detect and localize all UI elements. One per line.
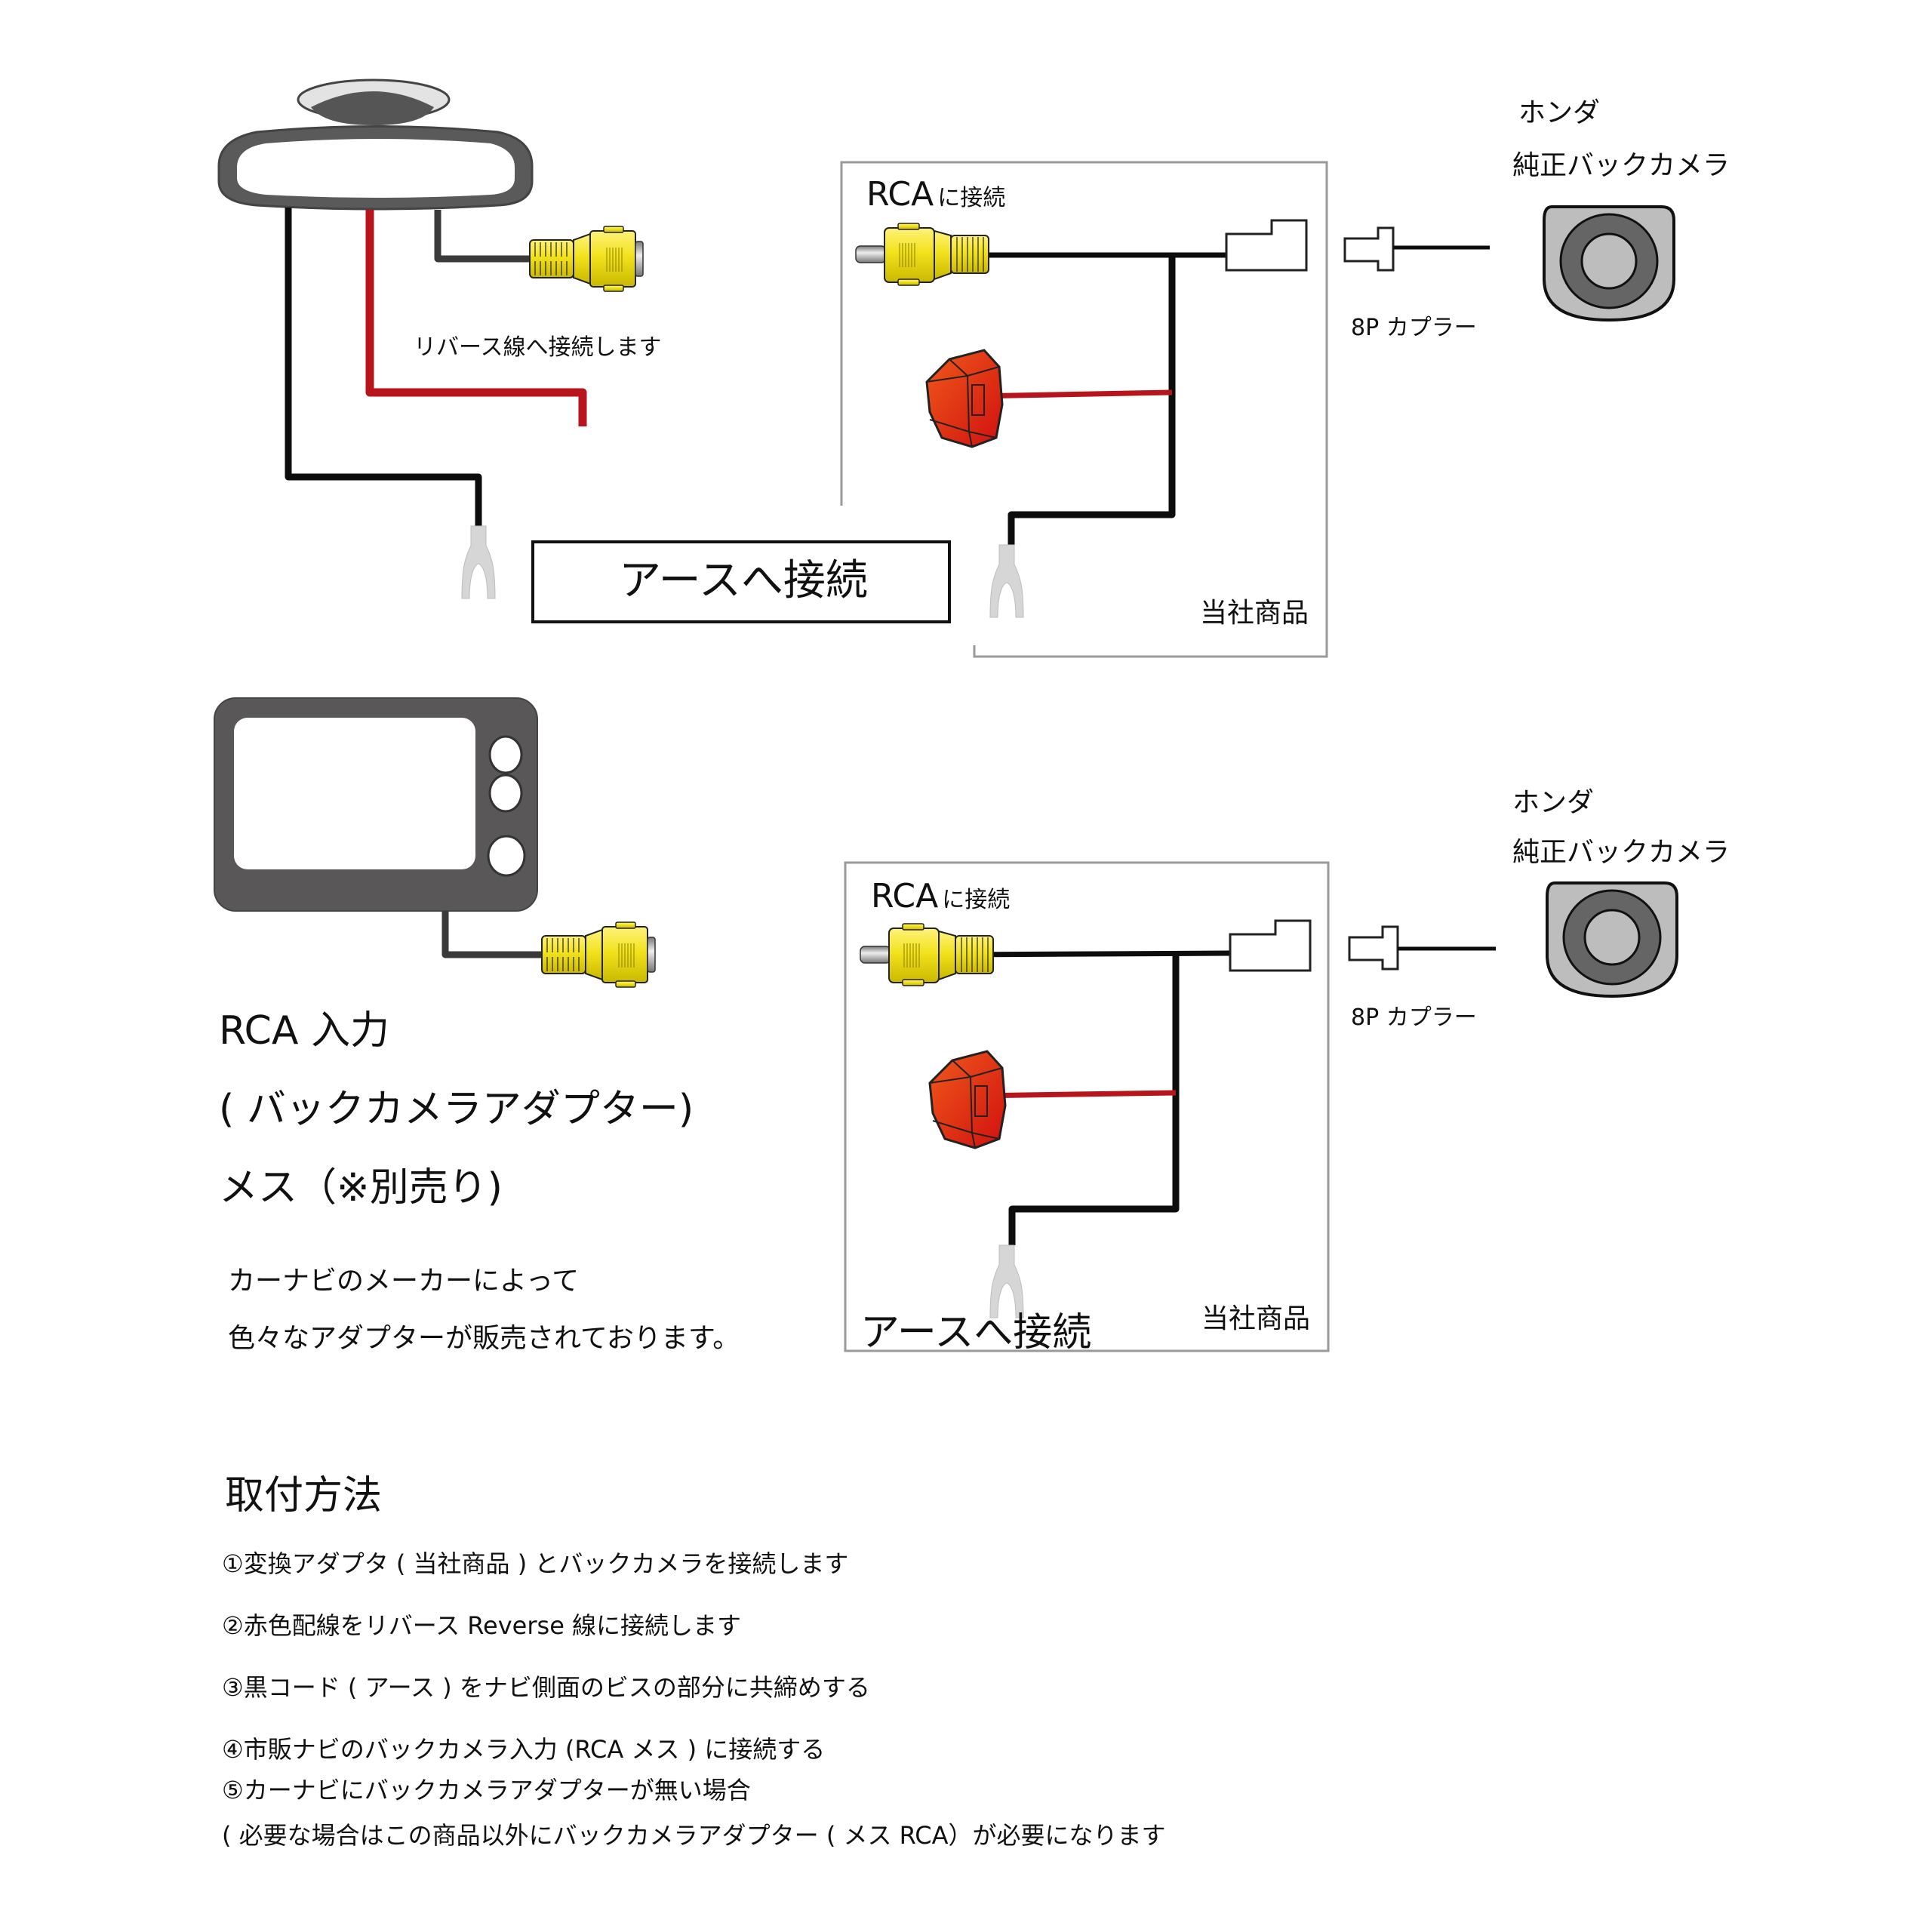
- fork-terminal-icon: [461, 525, 496, 599]
- instruction-step: ( 必要な場合はこの商品以外にバックカメラアダプター ( メス RCA）が必要に…: [222, 1821, 1166, 1850]
- product-label: 当社商品: [1201, 1303, 1311, 1334]
- camera-brand-label: ホンダ: [1512, 787, 1595, 818]
- product-box-top: [840, 161, 1328, 658]
- rca-male-connector: [860, 923, 994, 986]
- instruction-step: ②赤色配線をリバース Reverse 線に接続します: [222, 1611, 742, 1640]
- camera-title-label: 純正バックカメラ: [1512, 837, 1730, 868]
- rca-male-connector: [855, 223, 989, 286]
- rca-label-prefix: RCA: [866, 175, 934, 214]
- honda-camera-icon: [1543, 205, 1675, 321]
- earth-label: アースへ接続: [860, 1310, 1092, 1355]
- monitor-note-line1: カーナビのメーカーによって: [228, 1266, 580, 1297]
- instruction-step: ④市販ナビのバックカメラ入力 (RCA メス ) に接続する: [222, 1735, 826, 1764]
- rca-female-connector: [529, 226, 644, 292]
- fork-terminal-icon: [989, 544, 1024, 618]
- rearview-mirror: [217, 78, 534, 211]
- instructions-heading: 取付方法: [225, 1473, 383, 1518]
- red-reverse-wire: [365, 210, 587, 426]
- red-fuse-connector: [925, 349, 1004, 448]
- rca-connect-label: RCA に接続: [866, 178, 1005, 211]
- black-rca-wire: [434, 210, 530, 263]
- navi-monitor: [214, 697, 538, 912]
- rca-label-suffix: に接続: [942, 887, 1011, 913]
- coupler-label: 8P カプラー: [1351, 315, 1477, 341]
- rca-label-prefix: RCA: [871, 877, 939, 915]
- 8p-coupler-male: [1348, 925, 1399, 971]
- rca-connect-label: RCA に接続: [871, 880, 1010, 913]
- earth-callout-box: [531, 540, 951, 623]
- monitor-caption-line3: メス（※別売り): [219, 1165, 503, 1211]
- instruction-step: ①変換アダプタ ( 当社商品 ) とバックカメラを接続します: [222, 1549, 849, 1578]
- 8p-coupler-male: [1343, 226, 1395, 272]
- fork-terminal-icon: [989, 1244, 1024, 1318]
- rca-female-connector: [541, 921, 656, 988]
- monitor-caption-line1: RCA 入力: [219, 1008, 389, 1054]
- honda-camera-icon: [1546, 881, 1678, 998]
- earth-callout-label: アースへ接続: [619, 556, 868, 605]
- rca-label-suffix: に接続: [937, 185, 1006, 211]
- monitor-note-line2: 色々なアダプターが販売されております。: [228, 1323, 740, 1354]
- instruction-step: ③黒コード ( アース ) をナビ側面のビスの部分に共締めする: [222, 1673, 870, 1702]
- black-rca-wire: [441, 911, 542, 958]
- product-label: 当社商品: [1200, 598, 1309, 629]
- 8p-coupler-female: [1225, 219, 1308, 272]
- monitor-caption-line2: ( バックカメラアダプター): [219, 1087, 694, 1132]
- black-ground-wire: [285, 208, 482, 528]
- 8p-coupler-female: [1229, 919, 1312, 972]
- camera-title-label: 純正バックカメラ: [1512, 150, 1730, 181]
- red-fuse-connector: [928, 1050, 1007, 1149]
- camera-brand-label: ホンダ: [1518, 97, 1601, 128]
- reverse-wire-label: リバース線へ接続します: [414, 334, 662, 361]
- instruction-step: ⑤カーナビにバックカメラアダプターが無い場合: [222, 1776, 751, 1804]
- coupler-label: 8P カプラー: [1351, 1004, 1477, 1031]
- product-box-bottom: [844, 861, 1330, 1352]
